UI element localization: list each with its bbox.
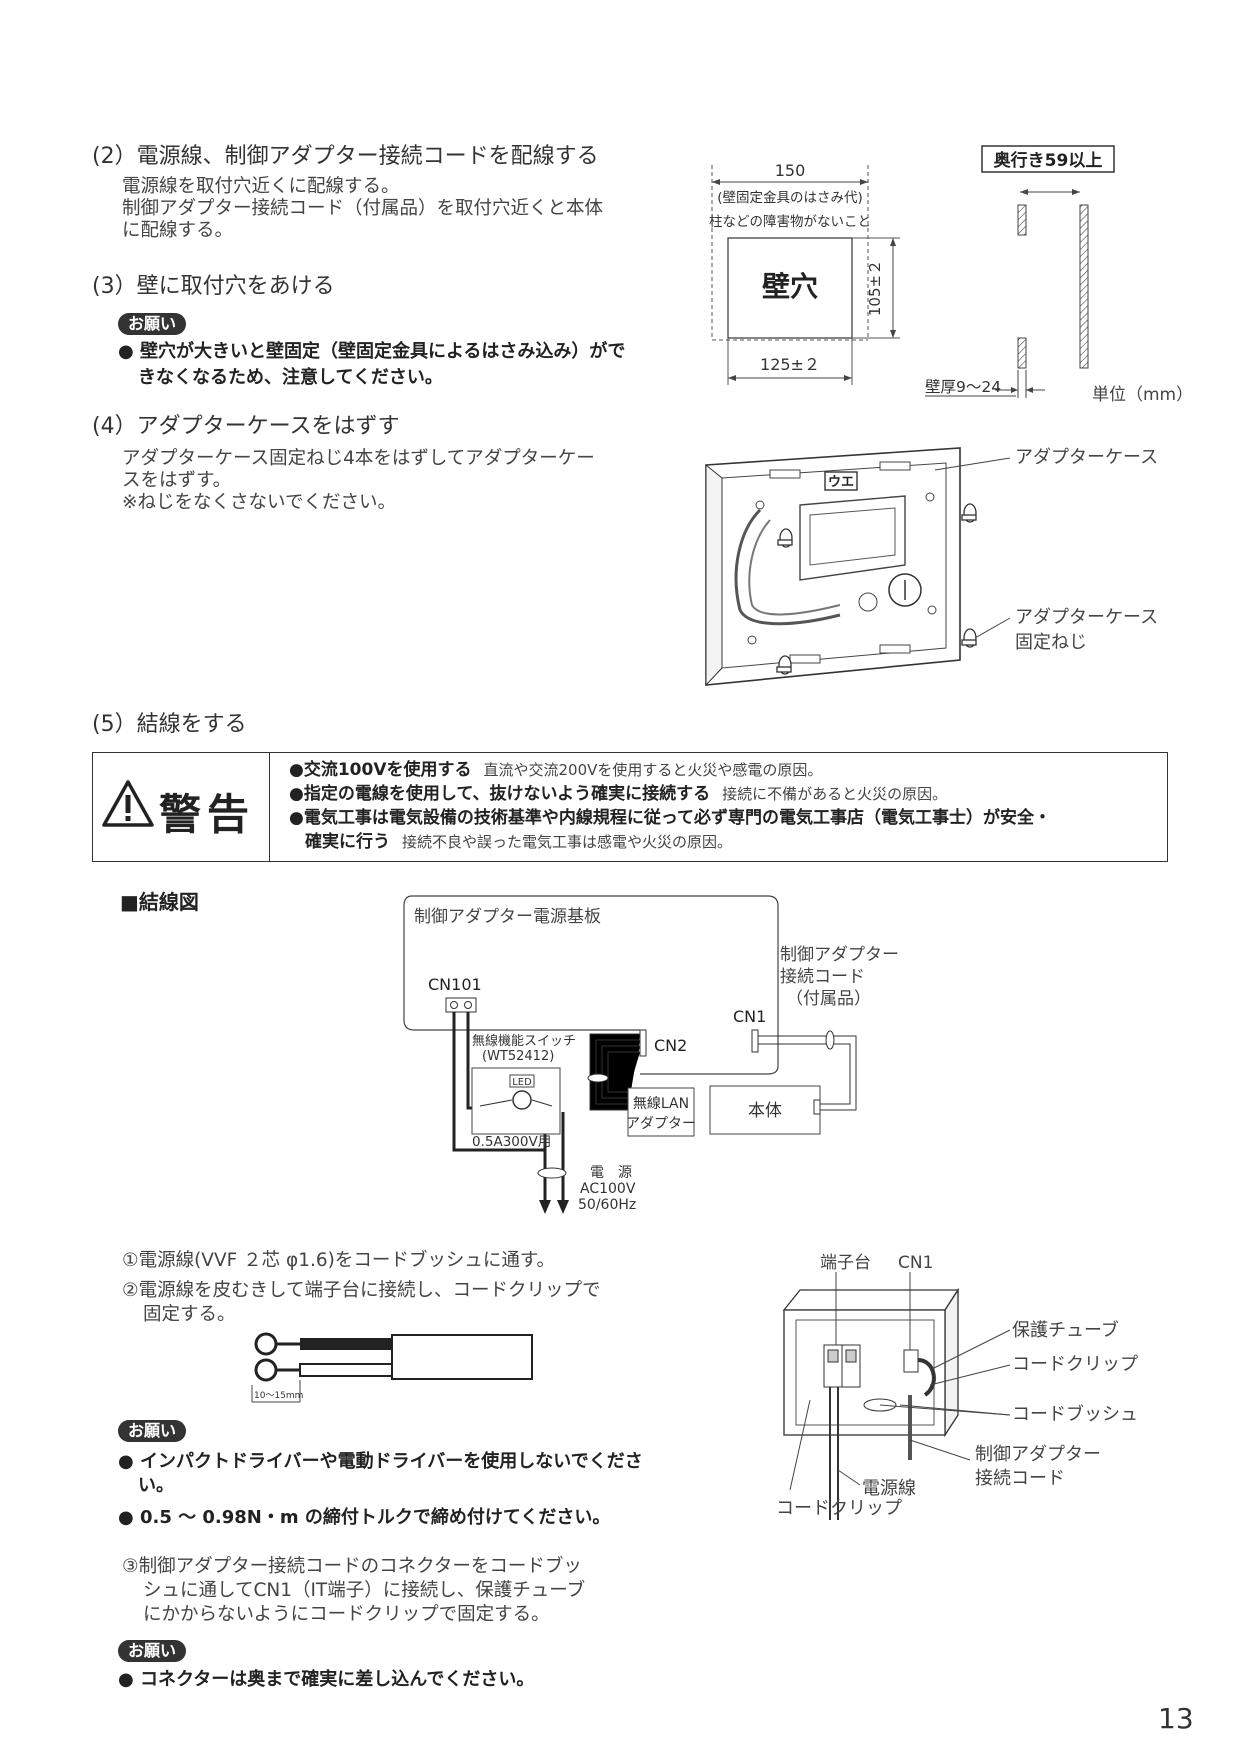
warning-item-1: ●交流100Vを使用する直流や交流200Vを使用すると火災や感電の原因。 bbox=[289, 760, 823, 780]
case-label: アダプターケース bbox=[1015, 447, 1158, 468]
wiring-heading: ■結線図 bbox=[120, 890, 199, 914]
warning-box: 警告 ●交流100Vを使用する直流や交流200Vを使用すると火災や感電の原因。 … bbox=[92, 752, 1168, 862]
adapter-case-diagram: ウエ アダプターケース アダプターケース 固定ねじ bbox=[705, 447, 1158, 687]
switch-label-2: (WT52412) bbox=[482, 1049, 554, 1064]
section-4-line-1: アダプターケース固定ねじ4本をはずしてアダプターケー bbox=[122, 448, 595, 469]
section-4-line-3: ※ねじをなくさないでください。 bbox=[122, 492, 396, 513]
cn1-terminal-label: CN1 bbox=[898, 1253, 933, 1273]
board-label: 制御アダプター電源基板 bbox=[414, 907, 601, 927]
step-1: ①電源線(VVF ２芯 φ1.6)をコードブッシュに通す。 bbox=[122, 1250, 556, 1271]
section-3-note-2: きなくなるため、注意してください。 bbox=[138, 367, 443, 388]
cord-bush-label: コードブッシュ bbox=[1012, 1403, 1138, 1425]
page-number: 13 bbox=[1158, 1702, 1194, 1735]
ctrl-cord-label-2: 接続コード bbox=[975, 1468, 1065, 1489]
cord-label-1: 制御アダプター bbox=[780, 945, 899, 965]
warning-item-2: ●指定の電線を使用して、抜けないよう確実に接続する接続に不備があると火災の原因。 bbox=[289, 784, 948, 804]
ue-tag: ウエ bbox=[828, 475, 854, 490]
terminal-block-label: 端子台 bbox=[820, 1253, 871, 1273]
note-2: ● 0.5 ～ 0.98N・m の締付トルクで締め付けてください。 bbox=[118, 1507, 611, 1528]
onegai-badge-3: お願い bbox=[118, 1640, 187, 1662]
warning-item-3: ●電気工事は電気設備の技術基準や内線規程に従って必ず専門の電気工事店（電気工事士… bbox=[289, 808, 1051, 828]
wall-thickness-label: 壁厚9～24 bbox=[925, 378, 1001, 396]
step-3-line-2: シュに通してCN1（IT端子）に接続し、保護チューブ bbox=[143, 1580, 586, 1601]
power-wire-label: 電源線 bbox=[862, 1478, 916, 1499]
clearance-label-2: 柱などの障害物がないこと bbox=[709, 214, 871, 230]
power-label-3: 50/60Hz bbox=[578, 1197, 636, 1213]
onegai-badge-1: お願い bbox=[118, 313, 187, 335]
warning-triangle-icon bbox=[102, 780, 154, 827]
wall-hole-diagram: 150 (壁固定金具のはさみ代) 柱などの障害物がないこと 壁穴 105±２ 1… bbox=[709, 145, 1193, 405]
power-label-1: 電 源 bbox=[590, 1165, 632, 1181]
width-150-label: 150 bbox=[775, 161, 806, 180]
section-5-heading: (5）結線をする bbox=[92, 712, 247, 737]
wall-hole-label: 壁穴 bbox=[762, 270, 818, 303]
switch-rating: 0.5A300V用 bbox=[472, 1134, 551, 1150]
warning-item-4: 確実に行う接続不良や誤った電気工事は感電や火災の原因。 bbox=[305, 832, 733, 852]
depth-label: 奥行き59以上 bbox=[994, 150, 1103, 171]
strip-length-label: 10～15mm bbox=[254, 1391, 303, 1401]
step-2-line-2: 固定する。 bbox=[143, 1304, 236, 1325]
terminal-block-diagram: 端子台 CN1 保護チューブ コードクリップ コードブッシュ 制御アダプター 接… bbox=[776, 1253, 1138, 1520]
section-2-line-2: 制御アダプター接続コード（付属品）を取付穴近くと本体 bbox=[122, 198, 604, 219]
height-label: 105±２ bbox=[866, 260, 884, 316]
ctrl-cord-label-1: 制御アダプター bbox=[975, 1444, 1101, 1465]
screw-label-1: アダプターケース bbox=[1015, 607, 1158, 628]
cn101-label: CN101 bbox=[428, 975, 482, 994]
clearance-label-1: (壁固定金具のはさみ代) bbox=[717, 190, 863, 206]
step-3-line-1: ③制御アダプター接続コードのコネクターをコードブッ bbox=[122, 1556, 582, 1577]
warning-title-cell: 警告 bbox=[93, 753, 270, 861]
cn1-label: CN1 bbox=[733, 1007, 766, 1026]
cord-clip-bottom-label: コードクリップ bbox=[776, 1498, 902, 1519]
protect-tube-label: 保護チューブ bbox=[1012, 1319, 1119, 1341]
warning-title: 警告 bbox=[159, 790, 256, 839]
cord-label-3: （付属品） bbox=[786, 989, 871, 1009]
power-label-2: AC100V bbox=[580, 1181, 636, 1197]
onegai-badge-2: お願い bbox=[118, 1420, 187, 1442]
section-2-heading: (2）電源線、制御アダプター接続コードを配線する bbox=[92, 144, 599, 169]
note-last: ● コネクターは奥まで確実に差し込んでください。 bbox=[118, 1669, 535, 1690]
lan-label-2: アダプター bbox=[626, 1116, 696, 1132]
cn2-label: CN2 bbox=[654, 1036, 687, 1055]
note-1-cont: い。 bbox=[138, 1475, 174, 1496]
cord-clip-right-label: コードクリップ bbox=[1012, 1354, 1138, 1375]
switch-label-1: 無線機能スイッチ bbox=[472, 1033, 576, 1049]
cord-label-2: 接続コード bbox=[780, 967, 865, 987]
wall-hole-rect bbox=[727, 237, 853, 339]
note-1: ● インパクトドライバーや電動ドライバーを使用しないでくださ bbox=[118, 1451, 643, 1472]
wiring-diagram: 制御アダプター電源基板 CN101 電 源 AC100V 50/60Hz 無線機… bbox=[403, 895, 899, 1214]
unit-label: 単位（mm） bbox=[1092, 385, 1193, 405]
lan-label-1: 無線LAN bbox=[633, 1096, 689, 1112]
section-3-note-1: ● 壁穴が大きいと壁固定（壁固定金具によるはさみ込み）がで bbox=[118, 341, 626, 362]
section-2-line-1: 電源線を取付穴近くに配線する。 bbox=[122, 176, 400, 197]
step-3-line-3: にかからないようにコードクリップで固定する。 bbox=[143, 1604, 550, 1625]
wire-strip-diagram: 10～15mm bbox=[251, 1332, 533, 1403]
section-4-heading: (4）アダプターケースをはずす bbox=[92, 414, 400, 439]
hole-width-label: 125±２ bbox=[760, 355, 820, 374]
section-4-line-2: スをはずす。 bbox=[122, 470, 232, 491]
step-2-line-1: ②電源線を皮むきして端子台に接続し、コードクリップで bbox=[122, 1280, 601, 1301]
section-3-heading: (3）壁に取付穴をあける bbox=[92, 274, 335, 299]
main-unit-label: 本体 bbox=[748, 1101, 782, 1121]
screw-label-2: 固定ねじ bbox=[1015, 632, 1087, 653]
section-2-line-3: に配線する。 bbox=[122, 220, 234, 241]
led-label: LED bbox=[512, 1077, 532, 1088]
